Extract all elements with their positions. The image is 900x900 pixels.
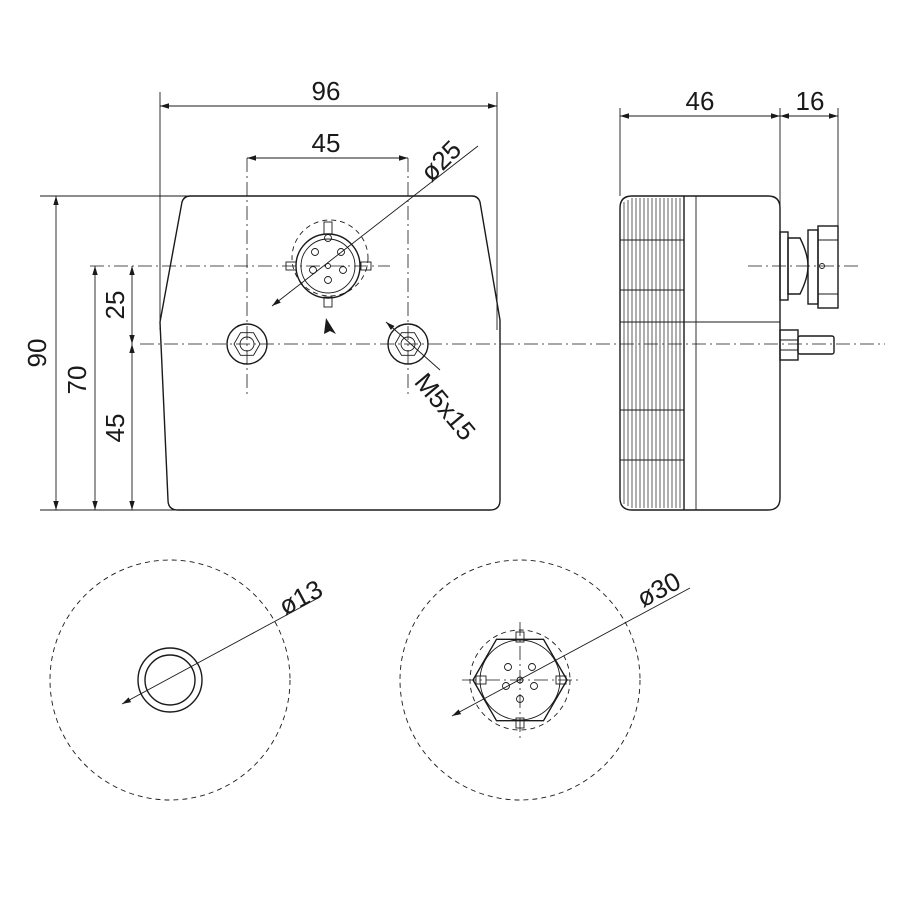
front-view [90, 145, 885, 511]
left-mount-nut [226, 323, 268, 365]
front-body-outline [159, 195, 501, 511]
dim-diameter-13: ø13 [274, 574, 328, 622]
dim-height-70: 70 [62, 366, 92, 395]
dim-mount-height-45: 45 [100, 414, 130, 443]
side-ribs [620, 198, 684, 508]
side-connector [779, 225, 839, 309]
dim-connector-16: 16 [796, 86, 825, 116]
dim-thread-m5x15: M5x15 [409, 367, 482, 446]
front-dimensions: 96 45 ø25 90 70 25 45 M5x15 [22, 76, 498, 511]
dim-connector-diameter: ø25 [414, 134, 467, 187]
side-view: 46 16 [619, 86, 860, 511]
side-mount-bolt [779, 329, 835, 361]
side-body-outline [619, 195, 781, 511]
dim-diameter-30: ø30 [632, 566, 686, 614]
dim-offset-25: 25 [100, 291, 130, 320]
dim-width-96: 96 [312, 76, 341, 106]
right-mount-nut [387, 323, 429, 365]
dim-height-90: 90 [22, 339, 52, 368]
detail-left: ø13 [49, 559, 328, 801]
detail-right: ø30 [399, 559, 691, 801]
front-connector [285, 219, 372, 308]
dim-mount-spacing-45: 45 [312, 128, 341, 158]
dim-depth-46: 46 [686, 86, 715, 116]
